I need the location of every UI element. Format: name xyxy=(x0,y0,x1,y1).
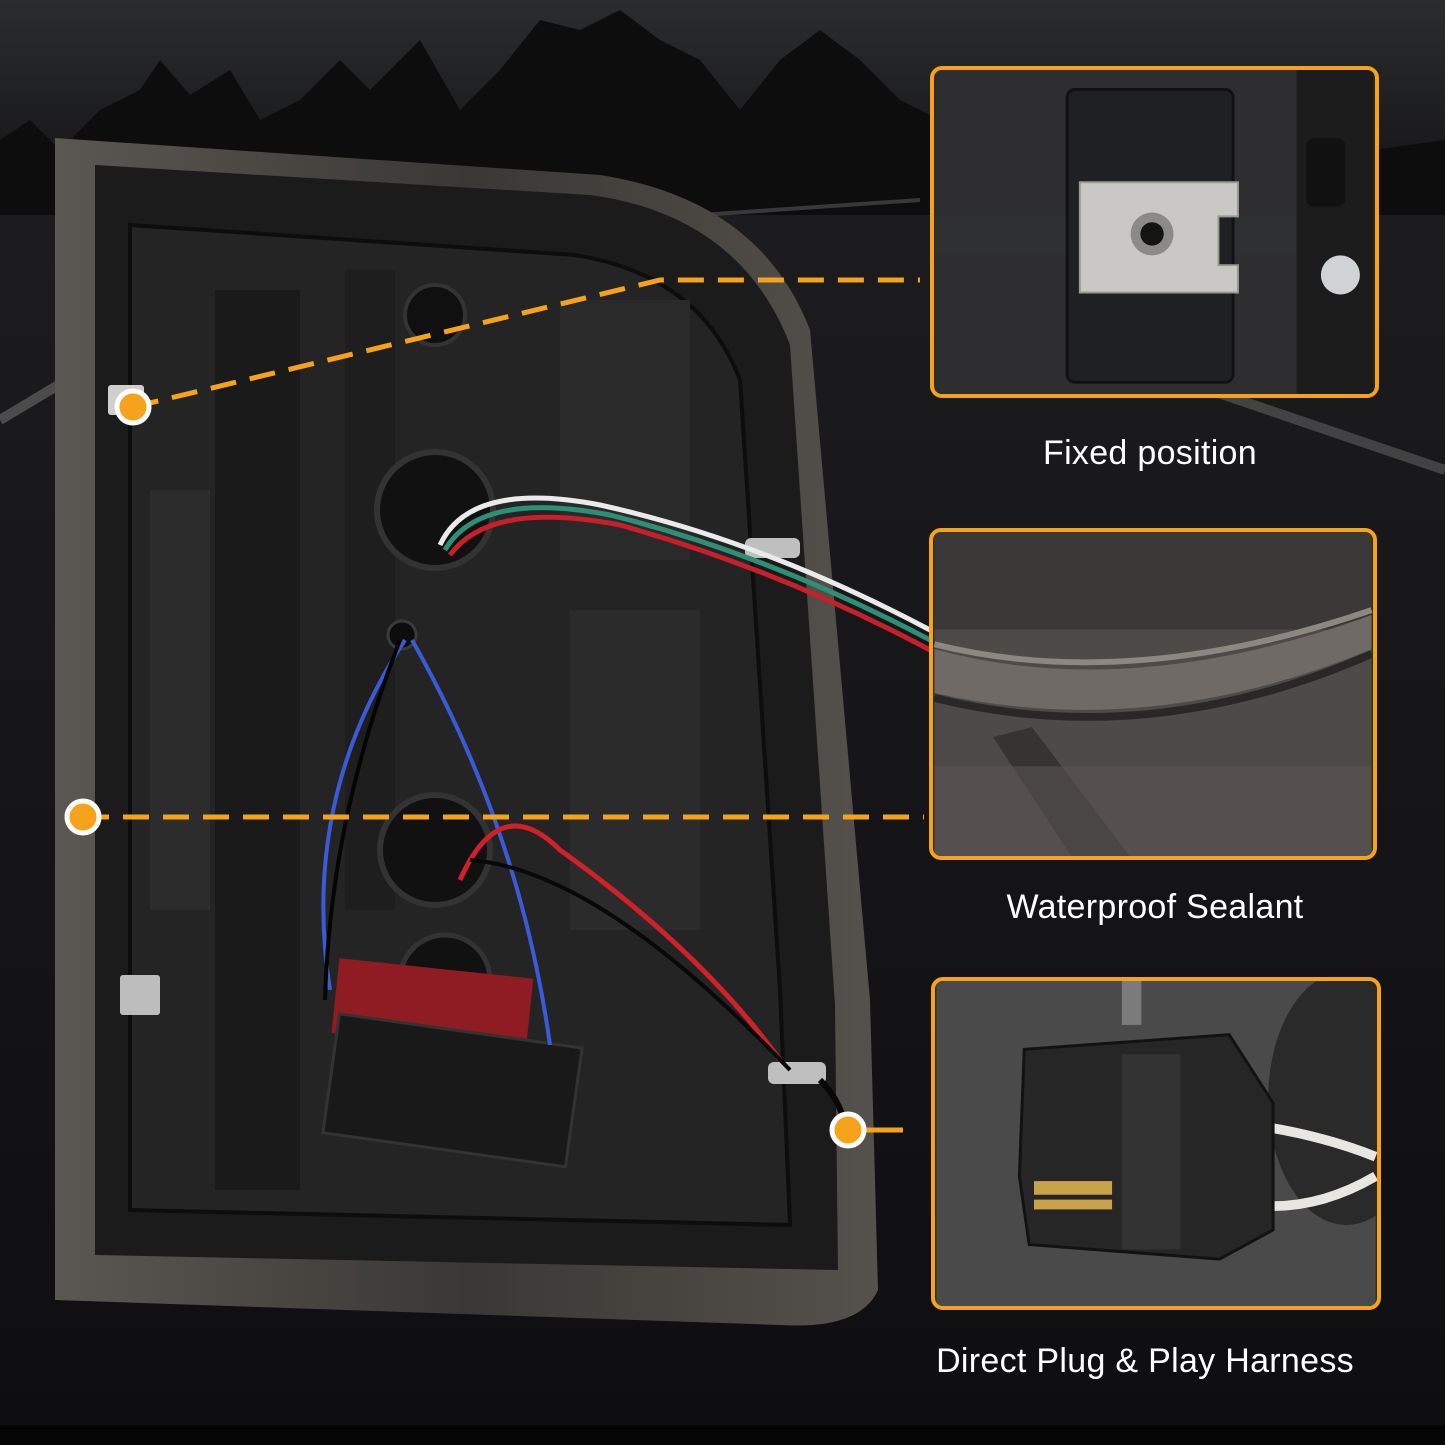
housing-rib xyxy=(345,270,395,910)
housing-texture xyxy=(570,610,700,930)
housing-texture xyxy=(150,490,210,910)
callout-dot-2 xyxy=(64,798,102,836)
wire-red xyxy=(447,514,932,653)
detail-panel-waterproof-sealant xyxy=(929,528,1377,860)
detail-panel-plug-play-harness xyxy=(931,977,1381,1310)
road-shoulder xyxy=(699,198,921,217)
plug-connector-icon xyxy=(936,981,1377,1306)
callout-dot-1 xyxy=(114,388,152,426)
wire-red xyxy=(457,823,783,1062)
mounting-bracket-icon xyxy=(935,70,1374,394)
mount-stud xyxy=(768,1062,826,1084)
wire-black xyxy=(469,858,792,1072)
led-module-box xyxy=(321,1012,584,1169)
bulb-socket xyxy=(403,283,467,347)
wire-green xyxy=(442,505,932,643)
caption-fixed-position: Fixed position xyxy=(1043,434,1257,472)
wire-blue xyxy=(410,639,552,1046)
bottom-band xyxy=(0,1425,1445,1445)
callout-line-1 xyxy=(132,277,920,410)
callout-dot-3 xyxy=(829,1111,867,1149)
bulb-socket xyxy=(377,792,493,908)
wire-black xyxy=(323,639,402,1001)
grommet xyxy=(386,619,418,651)
detail-panel-fixed-position xyxy=(930,66,1379,398)
mount-clip xyxy=(120,975,160,1015)
sealant-edge-icon xyxy=(933,532,1373,856)
housing-rib xyxy=(215,290,300,1190)
wire-white xyxy=(437,495,932,633)
wire-blue xyxy=(321,638,407,991)
caption-waterproof-sealant: Waterproof Sealant xyxy=(1006,888,1304,926)
caption-plug-play-harness: Direct Plug & Play Harness xyxy=(936,1342,1354,1380)
